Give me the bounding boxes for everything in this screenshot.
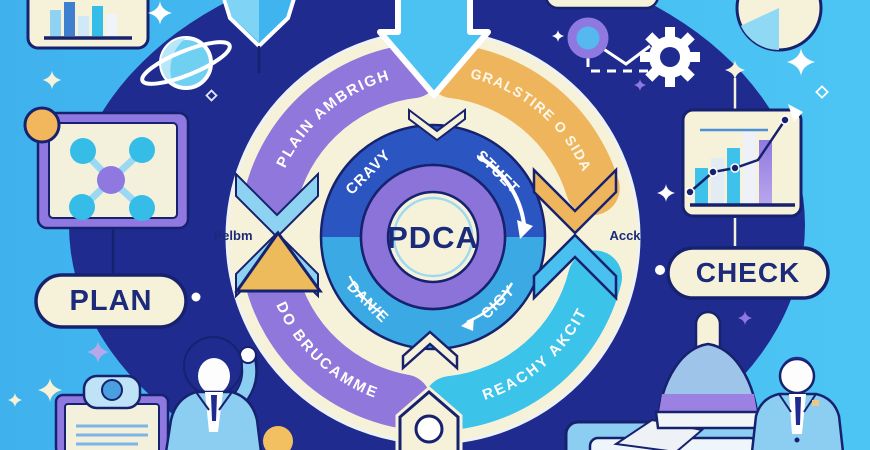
chevron-cross-left — [234, 171, 323, 299]
card-top-edge — [545, 0, 659, 10]
pocket-square — [812, 400, 819, 406]
network-whiteboard-icon — [23, 106, 190, 230]
side-label-left: Pelbm — [213, 228, 252, 243]
gear-icon — [640, 27, 700, 87]
plan-label: PLAN — [70, 285, 153, 317]
pen-icon — [788, 104, 803, 122]
bar-chart-card-icon — [26, 0, 150, 50]
orange-dot — [263, 426, 293, 450]
orange-dot — [23, 106, 61, 144]
up-arrow — [401, 330, 459, 371]
sparkle — [815, 85, 829, 99]
dot — [191, 292, 201, 302]
entry-chevron-top — [408, 108, 466, 142]
check-label: CHECK — [696, 257, 801, 288]
dot — [655, 265, 665, 275]
orange-chevron-down — [532, 166, 618, 235]
pie-chart-icon — [735, 0, 823, 52]
down-arrow — [377, 0, 491, 98]
hub — [386, 190, 480, 284]
home-badge-icon — [395, 386, 463, 450]
node-link-icon — [567, 17, 651, 73]
triangle-arrow-up — [234, 230, 323, 293]
clipboard-icon — [54, 374, 170, 450]
planet-icon — [140, 36, 232, 102]
chevron-cross-right — [532, 166, 618, 302]
side-label-right: Acck — [609, 228, 641, 243]
presenter-man — [750, 356, 845, 450]
center-label: PDCA — [387, 220, 479, 255]
check-badge: CHECK — [666, 246, 830, 300]
cycle-arrow — [477, 155, 526, 225]
cycle-arrowhead — [517, 220, 533, 239]
plan-badge: PLAN — [34, 273, 188, 329]
cyan-chevron-up — [532, 233, 618, 302]
presenter-woman — [165, 336, 263, 450]
pdca-wheel: PDCA PLAIN AMBRIGH GRALSTIRE O SIDA DO B… — [213, 29, 641, 445]
lamp-icon — [613, 310, 762, 450]
line-chart-card-icon — [681, 60, 803, 246]
purple-ring — [361, 165, 505, 309]
cycle-arrow — [348, 275, 381, 313]
kite-icon — [222, 0, 296, 73]
